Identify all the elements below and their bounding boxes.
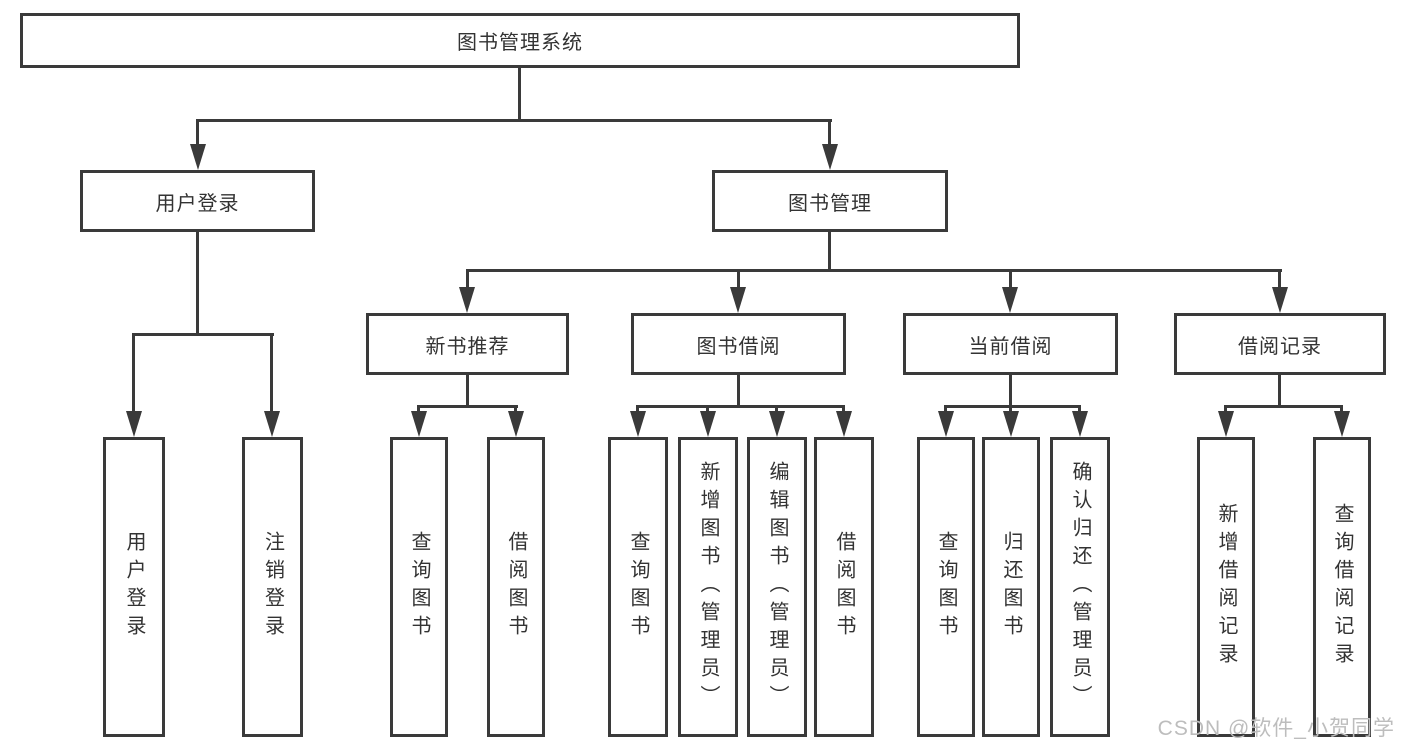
arrow-down-icon xyxy=(1002,287,1018,313)
node-br-add-label: 新增借阅记录 xyxy=(1215,503,1237,671)
csdn-watermark: CSDN @软件_小贺同学 xyxy=(1157,717,1395,740)
arrow-down-icon xyxy=(1272,287,1288,313)
node-nb-borrow: 借阅图书 xyxy=(487,437,545,737)
node-new-book-rec: 新书推荐 xyxy=(366,313,569,375)
node-current-borrow: 当前借阅 xyxy=(903,313,1118,375)
connector-new-book-rec-vstub xyxy=(466,373,469,408)
arrow-down-icon xyxy=(700,411,716,437)
connector-current-borrow-stem xyxy=(1009,269,1012,291)
node-bb-borrow-label: 借阅图书 xyxy=(833,531,855,643)
node-leaf-logout-label: 注销登录 xyxy=(261,531,284,643)
node-bb-query: 查询图书 xyxy=(608,437,668,737)
connector-root-vstub xyxy=(518,65,521,122)
node-nb-borrow-label: 借阅图书 xyxy=(505,531,527,643)
connector-new-book-rec-stem xyxy=(466,269,469,291)
arrow-down-icon xyxy=(1334,411,1350,437)
connector-borrow-record-stem xyxy=(1278,269,1281,291)
connector-leaf-logout-stem xyxy=(270,333,273,415)
arrow-down-icon xyxy=(264,411,280,437)
node-cb-query-label: 查询图书 xyxy=(935,531,957,643)
connector-user-login-vstub xyxy=(196,230,199,336)
node-br-query: 查询借阅记录 xyxy=(1313,437,1371,737)
node-current-borrow-label: 当前借阅 xyxy=(968,335,1053,358)
node-user-login: 用户登录 xyxy=(80,170,315,232)
node-bb-edit: 编辑图书（管理员） xyxy=(747,437,807,737)
connector-new-book-rec-hbar xyxy=(417,405,518,408)
node-new-book-rec-label: 新书推荐 xyxy=(425,335,510,358)
arrow-down-icon xyxy=(1003,411,1019,437)
node-book-borrow: 图书借阅 xyxy=(631,313,846,375)
node-cb-return-label: 归还图书 xyxy=(1000,531,1022,643)
node-borrow-record-label: 借阅记录 xyxy=(1238,335,1322,358)
arrow-down-icon xyxy=(836,411,852,437)
node-bb-add-label: 新增图书（管理员） xyxy=(697,461,719,713)
connector-book-borrow-hbar xyxy=(636,405,845,408)
node-book-mgmt-label: 图书管理 xyxy=(788,192,872,215)
connector-book-mgmt-hbar xyxy=(466,269,1282,272)
connector-book-mgmt-stem xyxy=(828,119,831,149)
arrow-down-icon xyxy=(938,411,954,437)
connector-book-mgmt-vstub xyxy=(828,230,831,272)
connector-borrow-record-hbar xyxy=(1224,405,1343,408)
node-leaf-logout: 注销登录 xyxy=(242,437,303,737)
connector-user-login-stem xyxy=(196,119,199,149)
connector-book-borrow-vstub xyxy=(737,373,740,408)
node-book-mgmt: 图书管理 xyxy=(712,170,948,232)
node-nb-query: 查询图书 xyxy=(390,437,448,737)
node-cb-return: 归还图书 xyxy=(982,437,1040,737)
node-bb-query-label: 查询图书 xyxy=(627,531,649,643)
arrow-down-icon xyxy=(190,144,206,170)
connector-book-borrow-stem xyxy=(737,269,740,291)
connector-borrow-record-vstub xyxy=(1278,373,1281,408)
node-leaf-user-login-label: 用户登录 xyxy=(123,531,145,643)
arrow-down-icon xyxy=(630,411,646,437)
node-bb-edit-label: 编辑图书（管理员） xyxy=(766,461,788,713)
node-cb-confirm: 确认归还（管理员） xyxy=(1050,437,1110,737)
arrow-down-icon xyxy=(459,287,475,313)
connector-current-borrow-vstub xyxy=(1009,373,1012,408)
arrow-down-icon xyxy=(411,411,427,437)
connector-user-login-hbar xyxy=(132,333,274,336)
arrow-down-icon xyxy=(769,411,785,437)
node-bb-add: 新增图书（管理员） xyxy=(678,437,738,737)
arrow-down-icon xyxy=(126,411,142,437)
arrow-down-icon xyxy=(730,287,746,313)
node-cb-query: 查询图书 xyxy=(917,437,975,737)
node-root: 图书管理系统 xyxy=(20,13,1020,68)
node-book-borrow-label: 图书借阅 xyxy=(696,335,781,358)
node-borrow-record: 借阅记录 xyxy=(1174,313,1386,375)
arrow-down-icon xyxy=(822,144,838,170)
arrow-down-icon xyxy=(1218,411,1234,437)
arrow-down-icon xyxy=(1072,411,1088,437)
node-bb-borrow: 借阅图书 xyxy=(814,437,874,737)
node-nb-query-label: 查询图书 xyxy=(408,531,430,643)
node-br-add: 新增借阅记录 xyxy=(1197,437,1255,737)
arrow-down-icon xyxy=(508,411,524,437)
connector-current-borrow-hbar xyxy=(944,405,1081,408)
connector-root-hbar xyxy=(196,119,832,122)
node-root-label: 图书管理系统 xyxy=(457,32,583,54)
node-cb-confirm-label: 确认归还（管理员） xyxy=(1069,461,1091,713)
node-user-login-label: 用户登录 xyxy=(155,192,240,215)
node-br-query-label: 查询借阅记录 xyxy=(1331,503,1353,671)
node-leaf-user-login: 用户登录 xyxy=(103,437,165,737)
connector-leaf-user-login-stem xyxy=(132,333,135,415)
